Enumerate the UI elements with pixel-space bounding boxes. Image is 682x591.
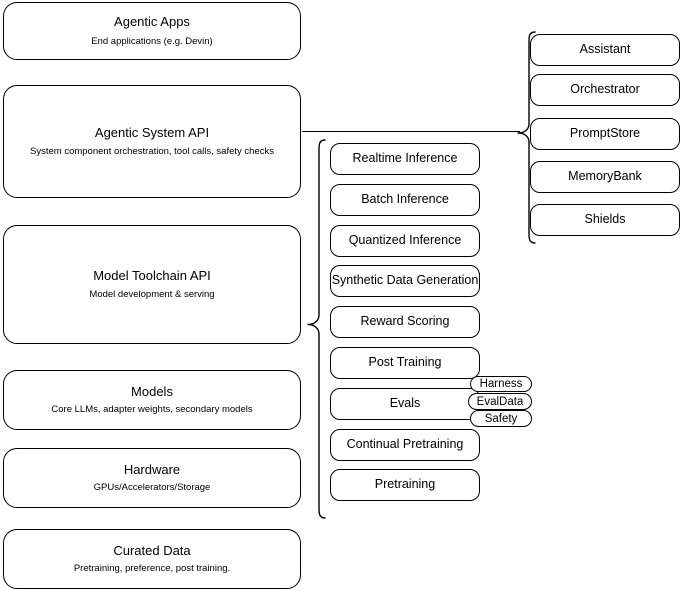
pill-label: EvalData xyxy=(476,395,524,408)
chip-shields[interactable]: Shields xyxy=(530,204,680,236)
chip-label: Continual Pretraining xyxy=(346,437,464,452)
chip-label: Realtime Inference xyxy=(352,151,458,166)
layer-title: Agentic Apps xyxy=(114,14,190,30)
chip-label: Batch Inference xyxy=(361,192,449,207)
layer-title: Models xyxy=(131,383,173,399)
pill-label: Safety xyxy=(484,412,518,425)
layer-subtitle: Core LLMs, adapter weights, secondary mo… xyxy=(51,404,253,416)
chip-batch-inference[interactable]: Batch Inference xyxy=(330,184,480,216)
layer-models[interactable]: Models Core LLMs, adapter weights, secon… xyxy=(3,370,301,430)
layer-title: Hardware xyxy=(123,461,181,477)
layer-title: Agentic System API xyxy=(94,124,210,140)
layer-subtitle: GPUs/Accelerators/Storage xyxy=(93,482,211,494)
chip-label: Reward Scoring xyxy=(360,314,450,329)
chip-label: PromptStore xyxy=(569,126,641,141)
layer-subtitle: Pretraining, preference, post training. xyxy=(73,563,231,575)
pill-label: Harness xyxy=(479,378,523,390)
chip-pretraining[interactable]: Pretraining xyxy=(330,469,480,501)
pill-evaldata[interactable]: EvalData xyxy=(468,393,532,410)
chip-assistant[interactable]: Assistant xyxy=(530,34,680,66)
chip-synthetic-data-generation[interactable]: Synthetic Data Generation xyxy=(330,265,480,297)
connector-line-system-api-to-right-group xyxy=(302,131,520,132)
chip-label: Post Training xyxy=(368,355,442,370)
chip-orchestrator[interactable]: Orchestrator xyxy=(530,74,680,106)
layer-subtitle: Model development & serving xyxy=(89,289,215,301)
layer-hardware[interactable]: Hardware GPUs/Accelerators/Storage xyxy=(3,448,301,508)
layer-subtitle: System component orchestration, tool cal… xyxy=(30,146,274,158)
layer-model-toolchain-api[interactable]: Model Toolchain API Model development & … xyxy=(3,225,301,344)
chip-label: Quantized Inference xyxy=(348,233,462,248)
chip-realtime-inference[interactable]: Realtime Inference xyxy=(330,143,480,175)
chip-label: Synthetic Data Generation xyxy=(331,273,479,288)
layer-subtitle: End applications (e.g. Devin) xyxy=(91,35,213,47)
pill-harness[interactable]: Harness xyxy=(470,376,532,392)
layer-agentic-apps[interactable]: Agentic Apps End applications (e.g. Devi… xyxy=(3,2,301,60)
layer-curated-data[interactable]: Curated Data Pretraining, preference, po… xyxy=(3,529,301,589)
layer-title: Model Toolchain API xyxy=(93,267,211,283)
chip-post-training[interactable]: Post Training xyxy=(330,347,480,379)
chip-evals[interactable]: Evals xyxy=(330,388,480,420)
chip-label: Pretraining xyxy=(374,477,436,492)
layer-title: Curated Data xyxy=(113,542,191,558)
chip-memorybank[interactable]: MemoryBank xyxy=(530,161,680,193)
pill-safety[interactable]: Safety xyxy=(470,410,532,427)
chip-continual-pretraining[interactable]: Continual Pretraining xyxy=(330,429,480,461)
layer-agentic-system-api[interactable]: Agentic System API System component orch… xyxy=(3,85,301,198)
chip-label: Orchestrator xyxy=(570,82,640,97)
chip-reward-scoring[interactable]: Reward Scoring xyxy=(330,306,480,338)
chip-label: Evals xyxy=(389,396,421,411)
chip-label: MemoryBank xyxy=(568,169,642,184)
chip-quantized-inference[interactable]: Quantized Inference xyxy=(330,225,480,257)
brace-model-toolchain-group xyxy=(306,139,326,519)
chip-promptstore[interactable]: PromptStore xyxy=(530,118,680,150)
chip-label: Assistant xyxy=(579,42,631,57)
chip-label: Shields xyxy=(584,212,626,227)
